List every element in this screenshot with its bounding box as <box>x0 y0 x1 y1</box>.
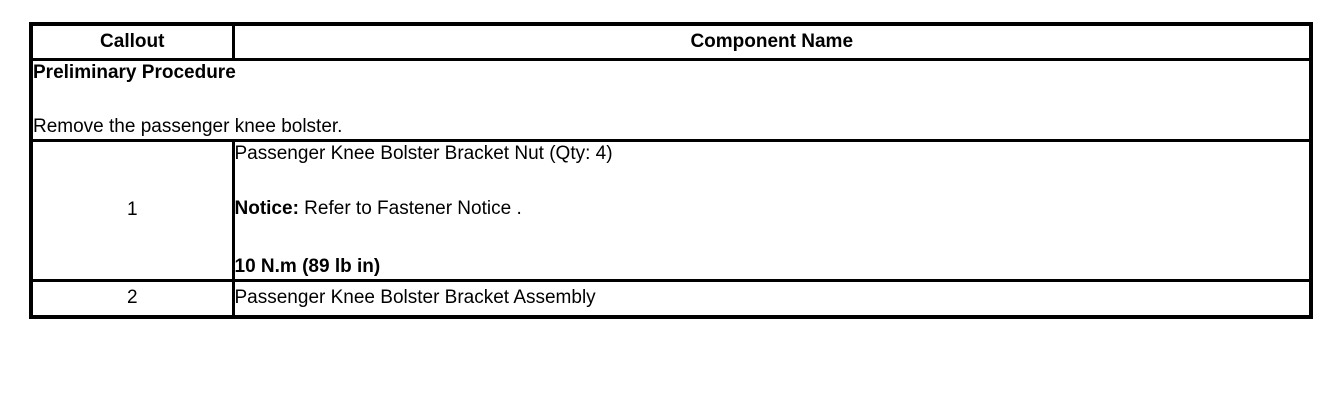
table-body: Preliminary Procedure Remove the passeng… <box>29 58 1313 319</box>
table-row: 2 Passenger Knee Bolster Bracket Assembl… <box>29 278 1313 319</box>
component-description-2: Passenger Knee Bolster Bracket Assembly <box>231 278 1313 319</box>
component-spacer <box>235 165 1310 197</box>
notice-label: Notice: <box>234 198 299 220</box>
table-row: 1 Passenger Knee Bolster Bracket Nut (Qt… <box>29 138 1313 282</box>
preliminary-spacer <box>33 85 1309 115</box>
table-header: Callout Component Name <box>29 22 1313 61</box>
preliminary-procedure-title: Preliminary Procedure <box>33 62 236 83</box>
torque-specification: 10 N.m (89 lb in) <box>234 256 381 277</box>
component-part-name: Passenger Knee Bolster Bracket Assembly <box>234 286 596 308</box>
preliminary-procedure-cell: Preliminary Procedure Remove the passeng… <box>29 58 1313 142</box>
callout-number-1: 1 <box>29 138 235 282</box>
header-row: Callout Component Name <box>29 22 1313 61</box>
preliminary-procedure-text: Remove the passenger knee bolster. <box>33 115 343 137</box>
column-header-callout: Callout <box>29 22 235 61</box>
column-header-component-name: Component Name <box>231 22 1313 61</box>
fastener-notice-line: Notice: Refer to Fastener Notice . <box>235 197 1310 221</box>
callout-number-2: 2 <box>29 278 235 319</box>
preliminary-procedure-row: Preliminary Procedure Remove the passeng… <box>29 58 1313 142</box>
component-description-1: Passenger Knee Bolster Bracket Nut (Qty:… <box>231 138 1313 282</box>
component-spacer <box>235 221 1310 255</box>
component-part-name: Passenger Knee Bolster Bracket Nut (Qty:… <box>234 142 613 164</box>
notice-text: Refer to Fastener Notice . <box>298 198 522 220</box>
parts-table: Callout Component Name Preliminary Proce… <box>29 22 1313 319</box>
